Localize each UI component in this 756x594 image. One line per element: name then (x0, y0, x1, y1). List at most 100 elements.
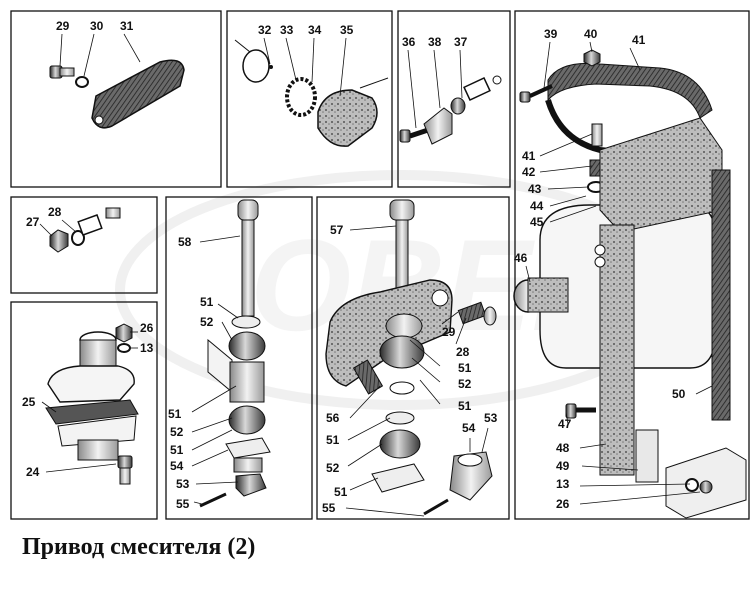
leader-line (59, 33, 63, 67)
leader-line (263, 37, 271, 65)
callout-label-48: 48 (556, 441, 570, 455)
callout-label-44: 44 (530, 199, 544, 213)
callout-label-35: 35 (340, 23, 354, 37)
square-washer-icon (371, 463, 425, 493)
cover-plate-icon (91, 59, 185, 129)
washer-icon (389, 381, 415, 395)
washer-icon (492, 75, 502, 85)
callout-label-51: 51 (458, 399, 472, 413)
nut-icon (699, 480, 713, 494)
strip-icon (711, 169, 731, 421)
plate-icon (635, 429, 659, 483)
leader-line (221, 321, 233, 341)
callout-label-32: 32 (258, 23, 272, 37)
leader-line (193, 501, 203, 505)
leader-line (433, 49, 441, 109)
callout-label-41: 41 (632, 33, 646, 47)
callout-label-40: 40 (584, 27, 598, 41)
panel-hose-clamp-cover (10, 10, 222, 188)
bushing-icon (379, 335, 425, 369)
callout-label-37: 37 (454, 35, 468, 49)
leader-line (419, 379, 441, 405)
callout-label-52: 52 (458, 377, 472, 391)
leader-line (629, 47, 641, 71)
leader-line (547, 186, 589, 190)
callout-label-31: 31 (120, 19, 134, 33)
washer-icon (117, 343, 131, 353)
bolt-icon (117, 455, 133, 485)
leader-line (45, 463, 117, 473)
bushing-icon (385, 313, 423, 339)
callout-label-24: 24 (26, 465, 40, 479)
leader-line (39, 223, 53, 237)
panel-bolt-bracket (397, 10, 511, 188)
nut-icon (583, 49, 601, 67)
elbow-pipe-icon (317, 89, 378, 147)
callout-label-51: 51 (168, 407, 182, 421)
bracket-arm-icon (599, 224, 635, 476)
leader-line (455, 317, 467, 345)
strap-icon (547, 62, 713, 119)
leader-line (565, 411, 569, 425)
callout-label-50: 50 (672, 387, 686, 401)
panel-nut-washer (10, 196, 158, 294)
callout-label-27: 27 (26, 215, 40, 229)
leader-line (191, 429, 233, 451)
leader-line (349, 477, 379, 491)
leader-line (195, 481, 239, 485)
pin-icon (591, 123, 603, 147)
leader-line (695, 385, 713, 395)
callout-label-26: 26 (140, 321, 154, 335)
leader-line (83, 33, 95, 77)
callout-label-52: 52 (200, 315, 214, 329)
leader-line (349, 225, 397, 231)
callout-label-43: 43 (528, 182, 542, 196)
bracket-icon (423, 107, 453, 145)
hose-end-icon (242, 49, 270, 83)
callout-label-55: 55 (322, 501, 336, 515)
callout-label-51: 51 (326, 433, 340, 447)
bolt-icon (457, 301, 497, 326)
diagram-title: Привод смесителя (2) (22, 534, 256, 560)
leader-line (525, 265, 531, 283)
callout-label-36: 36 (402, 35, 416, 49)
callout-label-52: 52 (170, 425, 184, 439)
sleeve-icon (229, 361, 265, 403)
callout-label-26: 26 (556, 497, 570, 511)
callout-label-51: 51 (458, 361, 472, 375)
bushing-icon (228, 331, 266, 361)
cotter-pin-icon (423, 498, 449, 516)
callout-label-29: 29 (56, 19, 70, 33)
cotter-pin-icon (199, 492, 227, 508)
leader-line (459, 49, 463, 99)
leader-line (191, 417, 233, 433)
leader-line (191, 385, 237, 413)
callout-label-30: 30 (90, 19, 104, 33)
callout-label-38: 38 (428, 35, 442, 49)
bolt-icon (49, 65, 75, 79)
washer-icon (231, 315, 261, 329)
washer-icon (385, 411, 415, 425)
panel-tank-mount (513, 10, 750, 520)
hose-clamp-icon (285, 77, 317, 117)
callout-label-51: 51 (170, 443, 184, 457)
bushing-icon (379, 429, 421, 459)
callout-label-28: 28 (48, 205, 62, 219)
leader-line (285, 37, 297, 81)
callout-label-58: 58 (178, 235, 192, 249)
leader-line (481, 427, 489, 453)
nut-icon (235, 473, 267, 497)
pipe-flange-icon (47, 331, 135, 403)
square-washer-icon (225, 437, 271, 459)
leader-line (199, 235, 241, 243)
leader-line (339, 37, 347, 97)
leader-line (123, 33, 141, 63)
callout-label-41: 41 (522, 149, 536, 163)
callout-label-25: 25 (22, 395, 36, 409)
callout-label-29: 29 (442, 325, 456, 339)
nut-icon (115, 323, 133, 343)
sleeve-icon (233, 457, 263, 473)
callout-label-33: 33 (280, 23, 294, 37)
leader-line (311, 37, 315, 83)
